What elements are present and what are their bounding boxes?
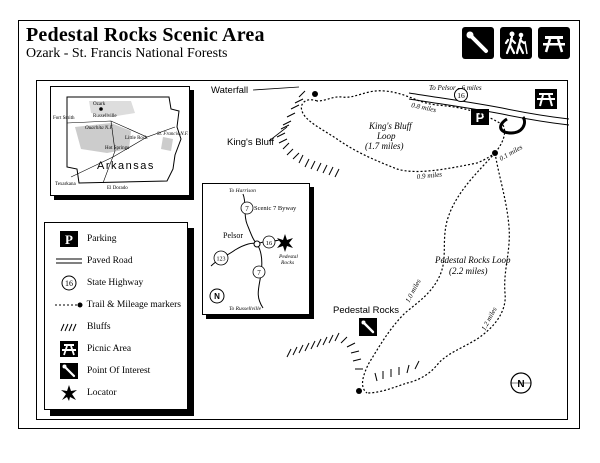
mileage-10-label: 1.0 miles (404, 278, 423, 304)
locator-icon (51, 385, 87, 401)
bluffs-kings (276, 90, 340, 178)
kings-bluff-label: King's Bluff (227, 137, 274, 148)
svg-text:Rocks: Rocks (280, 260, 294, 266)
hiking-icon (500, 27, 532, 59)
picnic-icon (538, 27, 570, 59)
mileage-01-label: 0.1 miles (498, 143, 524, 163)
locator-icon (277, 234, 293, 252)
trail-kings-bluff-loop (300, 99, 496, 173)
svg-text:(2.2 miles): (2.2 miles) (449, 266, 488, 276)
mileage-marker (312, 91, 318, 97)
north-arrow-icon: N (209, 288, 225, 304)
city-texarkana: Texarkana (55, 182, 77, 187)
svg-text:16: 16 (65, 279, 73, 288)
map-header: Pedestal Rocks Scenic Area Ozark - St. F… (26, 24, 265, 61)
legend-item: Trail & Mileage markers (51, 294, 181, 316)
ouachita-label: Ouachita N.F. (85, 126, 113, 131)
svg-text:7: 7 (245, 205, 249, 213)
city-fort-smith: Fort Smith (53, 116, 75, 121)
svg-text:16: 16 (266, 240, 273, 247)
main-map-panel: To Pelsor - 6 miles 16 P (36, 80, 570, 420)
town-pelsor: Pelsor (223, 231, 243, 240)
mileage-12-label: 1.2 miles (480, 306, 499, 332)
city-el-dorado: El Dorado (107, 186, 128, 191)
point-of-interest-icon (51, 363, 87, 379)
svg-text:Loop: Loop (376, 131, 396, 141)
highway-16-shield: 16 (454, 88, 468, 102)
highway-16-shield: 16 (262, 235, 276, 249)
kings-bluff-loop-label: King's Bluff (368, 121, 413, 131)
map-legend: P Parking Paved Road 16 State Highway Tr… (44, 222, 188, 410)
trail-icon (51, 302, 87, 308)
to-harrison-label: To Harrison (229, 188, 256, 194)
byway-label: Scenic 7 Byway (254, 205, 297, 212)
legend-item: Point Of Interest (51, 360, 181, 382)
parking-icon: P (471, 109, 489, 125)
parking-icon: P (51, 231, 87, 247)
to-pelsor-label: To Pelsor - 6 miles (429, 84, 482, 92)
highway-123-shield: 123 (213, 250, 229, 266)
arkansas-inset: Ozark Fort Smith Russellville Little Roc… (50, 86, 190, 196)
picnic-icon (51, 341, 87, 357)
legend-item: Paved Road (51, 250, 181, 272)
to-russellville-label: To Russellville (229, 306, 262, 312)
trail-pedestal-east (366, 152, 510, 394)
highway-7-shield-south: 7 (252, 265, 266, 279)
pedestal-rocks-label: Pedestal Rocks (333, 305, 399, 316)
svg-text:P: P (476, 110, 485, 125)
svg-text:(1.7 miles): (1.7 miles) (365, 141, 404, 151)
bluffs-pedestal (286, 332, 420, 382)
svg-text:N: N (517, 379, 524, 390)
paved-road-icon (51, 257, 87, 265)
pedestal-loop-label: Pedestal Rocks Loop (434, 255, 511, 265)
svg-text:7: 7 (257, 269, 261, 277)
point-of-interest-icon (359, 318, 377, 336)
bluffs-icon (51, 322, 87, 332)
svg-text:N: N (214, 292, 220, 301)
header-icons (462, 27, 570, 59)
trail-connector (494, 124, 506, 154)
paved-road (408, 92, 570, 126)
svg-text:16: 16 (457, 91, 465, 100)
local-inset: To Harrison 7 Scenic 7 Byway Pelsor 16 1… (202, 183, 310, 315)
city-ozark: Ozark (93, 102, 106, 107)
legend-item: 16 State Highway (51, 272, 181, 294)
highway-7-shield: 7 (240, 201, 254, 215)
st-francis-label: St. Francis N.F. (157, 132, 189, 137)
city-russellville: Russellville (93, 114, 117, 119)
map-frame (18, 20, 580, 429)
mileage-marker (356, 388, 362, 394)
inset-pedestal-label: Pedestal (278, 254, 298, 260)
north-arrow-icon: N (510, 372, 532, 394)
pelsor-marker (253, 240, 261, 248)
mileage-marker (492, 150, 498, 156)
map-subtitle: Ozark - St. Francis National Forests (26, 46, 228, 61)
map-title: Pedestal Rocks Scenic Area (26, 24, 265, 46)
ozark-forest-area (89, 101, 135, 117)
city-little-rock: Little Rock (125, 136, 148, 141)
city-hot-springs: Hot Springs (105, 146, 129, 151)
ouachita-forest-area (75, 123, 131, 153)
locator-icon (99, 107, 103, 111)
picnic-icon (535, 89, 557, 109)
svg-text:P: P (65, 232, 73, 247)
trail-pedestal-west (361, 152, 496, 394)
mileage-09-label: 0.9 miles (416, 170, 442, 181)
st-francis-forest-area (161, 137, 173, 151)
point-of-interest-icon (462, 27, 494, 59)
trail-map: To Pelsor - 6 miles 16 P (211, 84, 570, 394)
legend-item: Picnic Area (51, 338, 181, 360)
legend-item: Bluffs (51, 316, 181, 338)
state-name: Arkansas (97, 160, 155, 172)
legend-item: Locator (51, 382, 181, 404)
state-highway-icon: 16 (51, 275, 87, 291)
legend-item: P Parking (51, 228, 181, 250)
svg-text:123: 123 (217, 257, 226, 263)
waterfall-label: Waterfall (211, 85, 248, 96)
